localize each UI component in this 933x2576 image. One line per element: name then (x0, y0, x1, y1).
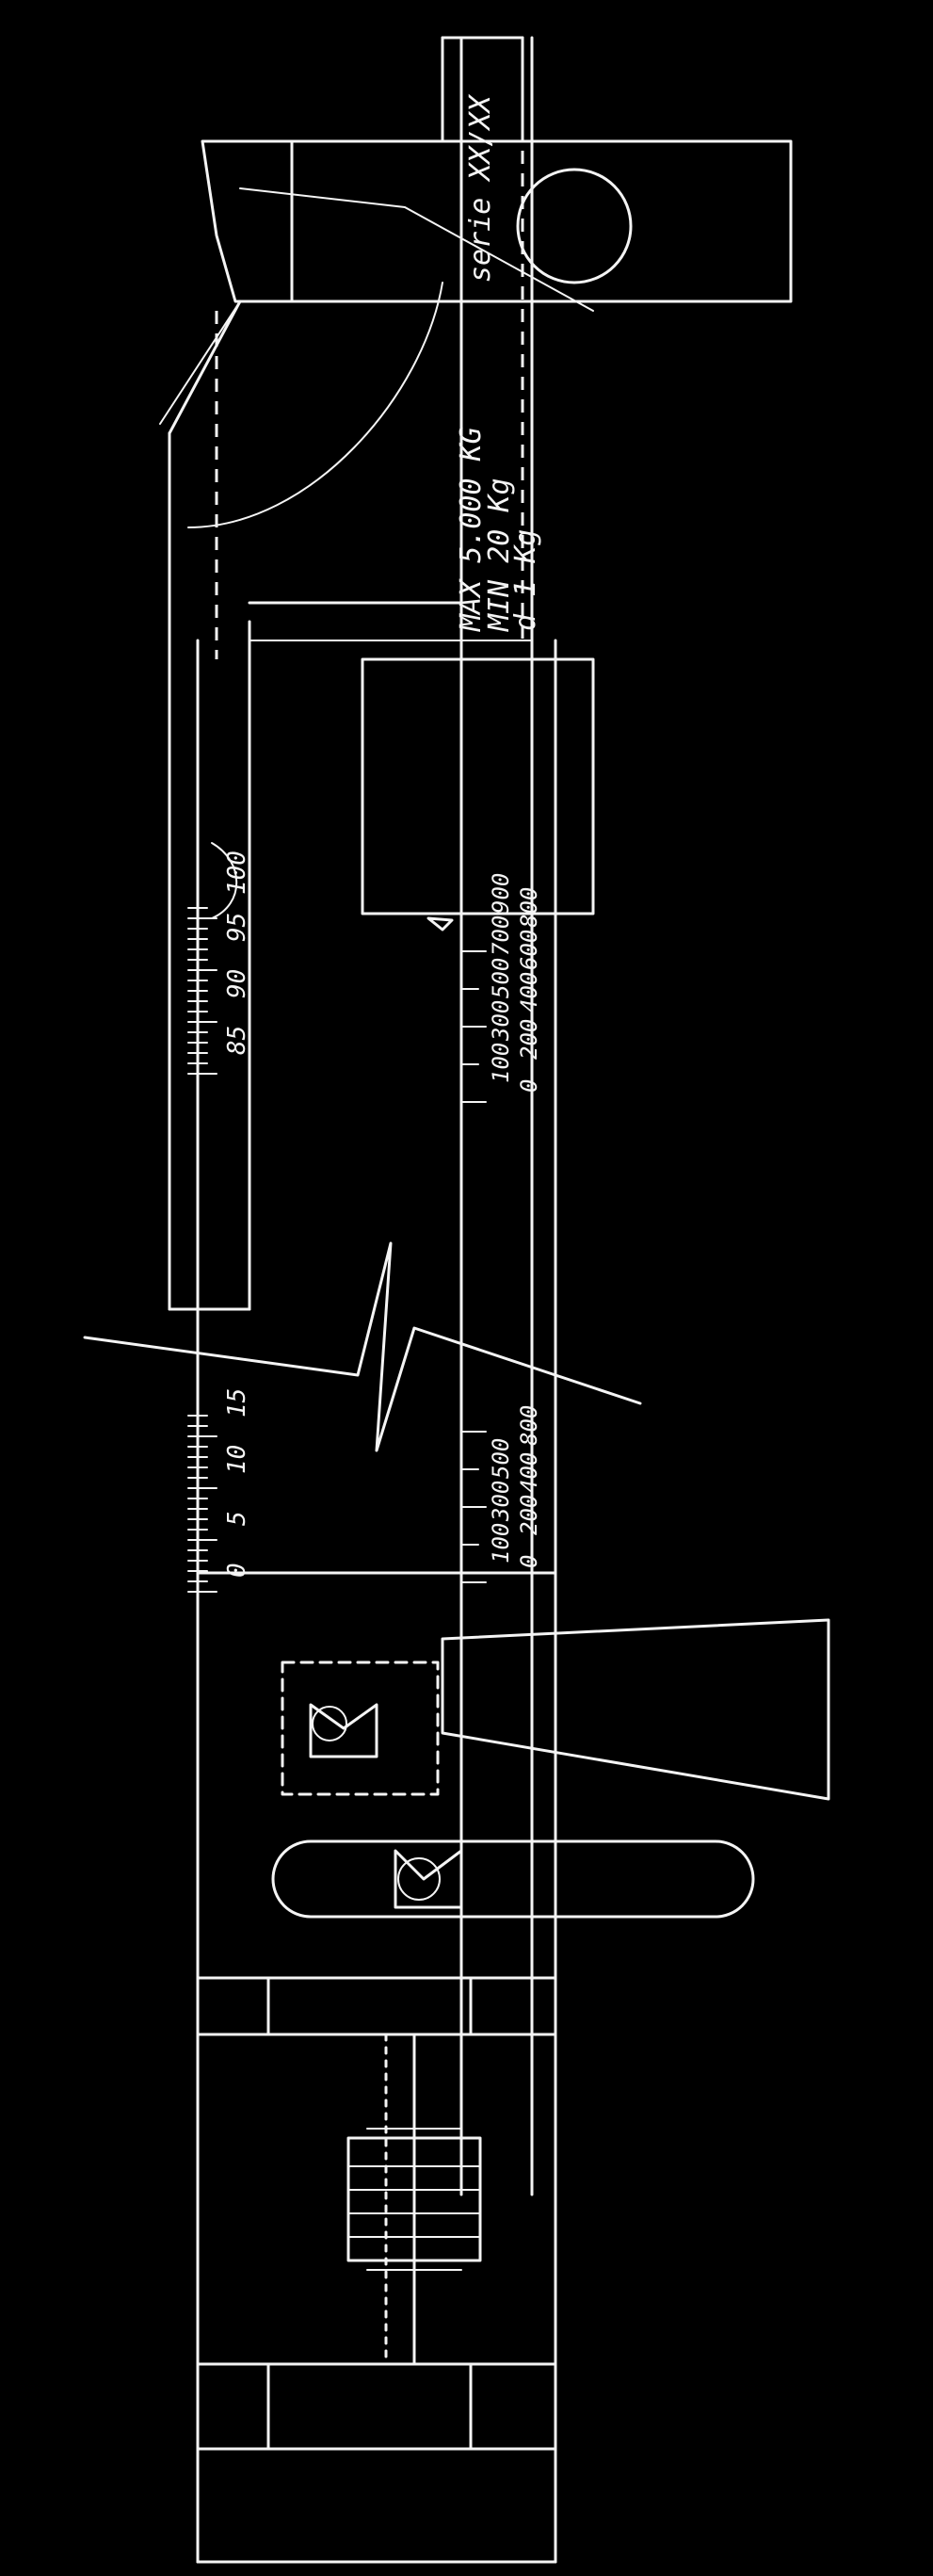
weight-far-top-300: 300 (488, 1000, 514, 1042)
vernier-label-85: 85 (223, 1026, 251, 1055)
weight-far-bot-0: 0 (516, 1079, 542, 1093)
weight-near-top-100: 100 (488, 1523, 514, 1563)
weight-far-top-500: 500 (488, 958, 514, 998)
capacity-max-text: MAX 5.000 KG (455, 427, 488, 632)
vernier-label-10: 10 (223, 1445, 251, 1474)
weight-near-bot-800: 800 (516, 1405, 542, 1446)
weight-near-top-300: 300 (488, 1481, 514, 1522)
weight-far-top-700: 700 (488, 915, 514, 956)
sliding-poise (361, 657, 595, 932)
vernier-near-ticks: 0 5 10 15 (187, 1388, 251, 1593)
vernier-label-90: 90 (223, 969, 251, 998)
slider-lever (271, 1839, 755, 1919)
weight-far-bot-800: 800 (516, 887, 542, 928)
main-beam (168, 36, 557, 2564)
weight-far-bot-200: 200 (516, 1019, 542, 1060)
vernier-far-ticks: 85 90 95 100 (187, 842, 251, 1075)
motor-housing (346, 2128, 482, 2271)
capacity-plate: MAX 5.000 KG MIN 20 Kg d 1 Kg serie XX/X… (455, 93, 542, 632)
hook-pivot-circle (516, 168, 633, 284)
vernier-label-5: 5 (223, 1511, 251, 1526)
vernier-label-95: 95 (223, 913, 251, 942)
capacity-min-text: MIN 20 Kg (483, 478, 516, 632)
weight-far-bot-400: 400 (516, 972, 542, 1013)
serial-text: serie XX/XX (464, 93, 497, 283)
weight-far-top-100: 100 (488, 1043, 514, 1083)
vernier-label-100: 100 (223, 851, 251, 895)
division-text: d 1 Kg (509, 529, 542, 631)
hook-head (159, 36, 793, 659)
weight-far-top-900: 900 (488, 873, 514, 914)
lower-handle (281, 1618, 830, 1801)
vernier-label-0: 0 (223, 1563, 251, 1578)
weight-near-bot-0: 0 (516, 1555, 542, 1568)
vernier-label-15: 15 (223, 1388, 251, 1418)
base-block (196, 1976, 557, 2564)
weight-far-bot-600: 600 (516, 930, 542, 970)
weight-near-bot-200: 200 (516, 1495, 542, 1535)
weight-near-scale: 100 300 500 0 200 400 800 (460, 1405, 542, 1583)
weight-near-bot-400: 400 (516, 1452, 542, 1493)
weight-near-top-500: 500 (488, 1438, 514, 1479)
weight-far-scale: 100 300 500 700 900 0 200 400 600 800 (460, 873, 542, 1103)
break-line (83, 1241, 642, 1452)
